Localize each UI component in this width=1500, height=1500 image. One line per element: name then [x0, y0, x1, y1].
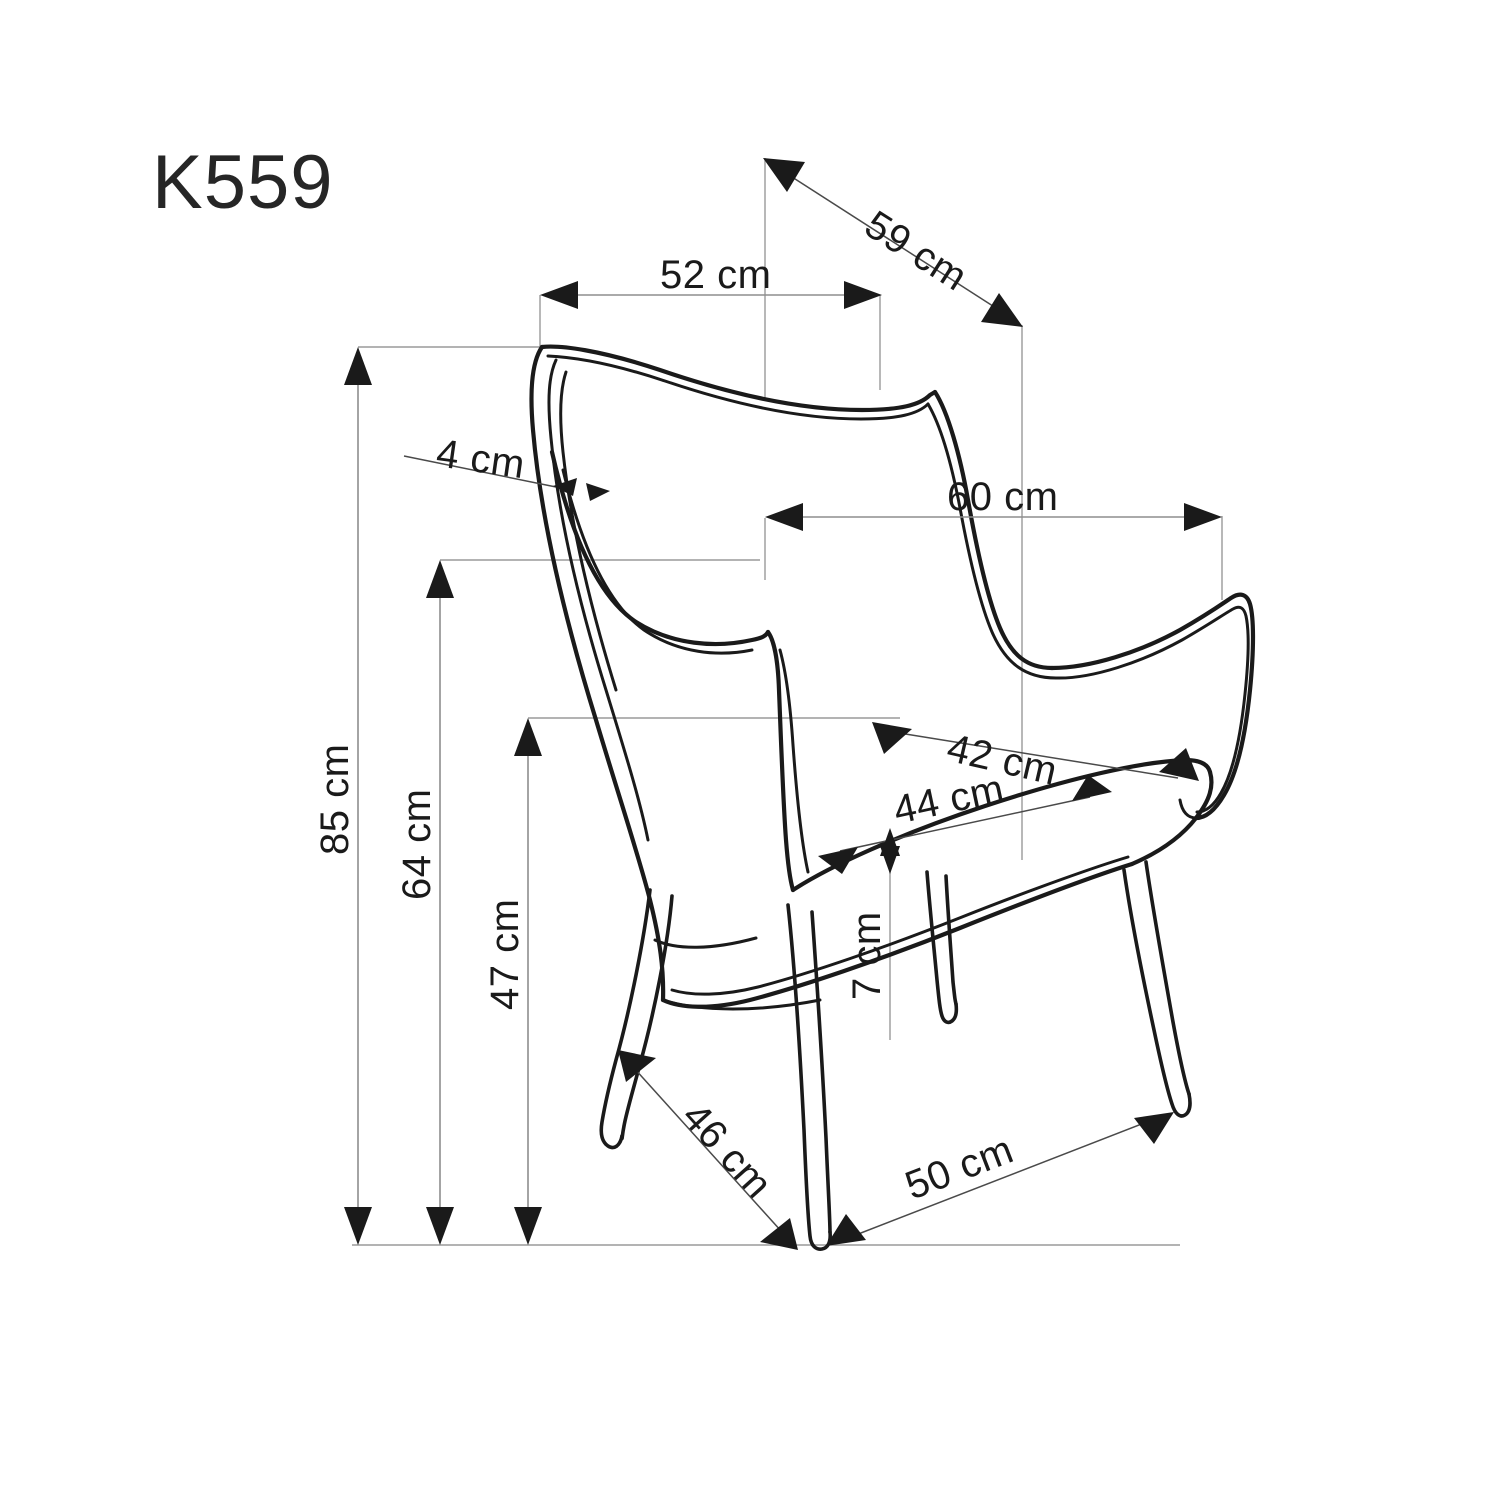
arrowhead-7cm-bottom [880, 846, 900, 874]
extension-lines [352, 158, 1223, 1246]
seat-underside-line [661, 998, 822, 1011]
dimension-64cm: 64 cm [395, 560, 454, 1245]
seat-top-rim [790, 757, 1213, 893]
backrest-right-shoulder [932, 389, 1055, 671]
leg-back-center-inner [944, 874, 958, 1006]
arrowhead-46cm-upper [618, 1050, 656, 1082]
left-armrest-top-inner [561, 468, 754, 655]
arrowhead-44cm-left [818, 847, 858, 874]
backrest-top-inner [546, 354, 930, 421]
left-armrest-front-post [765, 629, 796, 893]
page-title: K559 [152, 140, 334, 225]
chair-illustration [529, 344, 1256, 1251]
dimension-label-7cm: 7 cm [845, 911, 889, 1000]
arrowhead-lower-right [981, 293, 1023, 327]
arrowhead-64cm-top [426, 560, 454, 598]
arrowhead-42cm-left [872, 722, 912, 754]
dimension-label-85cm: 85 cm [313, 744, 357, 855]
leg-front-left-outer [599, 888, 652, 1150]
seat-front-edge-inner [670, 855, 1130, 996]
dimension-7cm: 7 cm [845, 828, 900, 1000]
dimension-label-60cm: 60 cm [947, 475, 1058, 519]
dimension-60cm: 60 cm [765, 475, 1222, 531]
arrowhead-4cm-left [553, 478, 577, 496]
left-armrest-front-post-inner [778, 648, 810, 874]
leg-back-right-inner [1144, 860, 1191, 1096]
dimension-85cm: 85 cm [313, 347, 372, 1245]
right-armrest-inner-outline [1054, 605, 1250, 814]
arrowhead-60cm-left [765, 503, 803, 531]
leg-back-center-outer [925, 870, 959, 1025]
backrest-left-outer-edge [529, 344, 666, 1003]
right-armrest-outer-outline [1049, 592, 1256, 821]
arrowhead-85cm-top [344, 347, 372, 385]
dimension-52cm: 52 cm [540, 253, 882, 309]
arrowhead-46cm-lower [760, 1218, 798, 1250]
arrowhead-47cm-top [514, 718, 542, 756]
backrest-right-shoulder-inner [926, 402, 1058, 680]
seat-front-right-rim [1129, 769, 1214, 867]
dimension-label-52cm: 52 cm [660, 253, 771, 297]
arrowhead-50cm-right [1134, 1112, 1174, 1144]
dimension-47cm: 47 cm [483, 718, 542, 1245]
arrowhead-left [540, 281, 578, 309]
seat-left-side-fold [653, 936, 758, 949]
leg-front-left-inner [620, 894, 674, 1141]
leg-front-center-outer [786, 903, 832, 1251]
leg-back-right-outer [1122, 868, 1192, 1118]
backrest-left-inner-edge [547, 358, 650, 842]
arrowhead-60cm-right [1184, 503, 1222, 531]
backrest-outer-outline [539, 344, 938, 413]
leg-front-center-inner [810, 910, 832, 1234]
arrowhead-64cm-bottom [426, 1207, 454, 1245]
seat-front-edge [660, 861, 1135, 1009]
dimension-label-64cm: 64 cm [395, 789, 439, 900]
arrowhead-upper-left [763, 158, 805, 192]
arrowhead-right [844, 281, 882, 309]
arrowhead-85cm-bottom [344, 1207, 372, 1245]
dimension-label-47cm: 47 cm [483, 899, 527, 1010]
left-armrest-top-outline [549, 449, 771, 647]
arrowhead-47cm-bottom [514, 1207, 542, 1245]
arrowhead-44cm-right [1072, 775, 1112, 801]
arrowhead-42cm-right [1159, 748, 1199, 781]
arrowhead-50cm-left [826, 1214, 866, 1246]
arrowhead-4cm-right [586, 483, 610, 501]
